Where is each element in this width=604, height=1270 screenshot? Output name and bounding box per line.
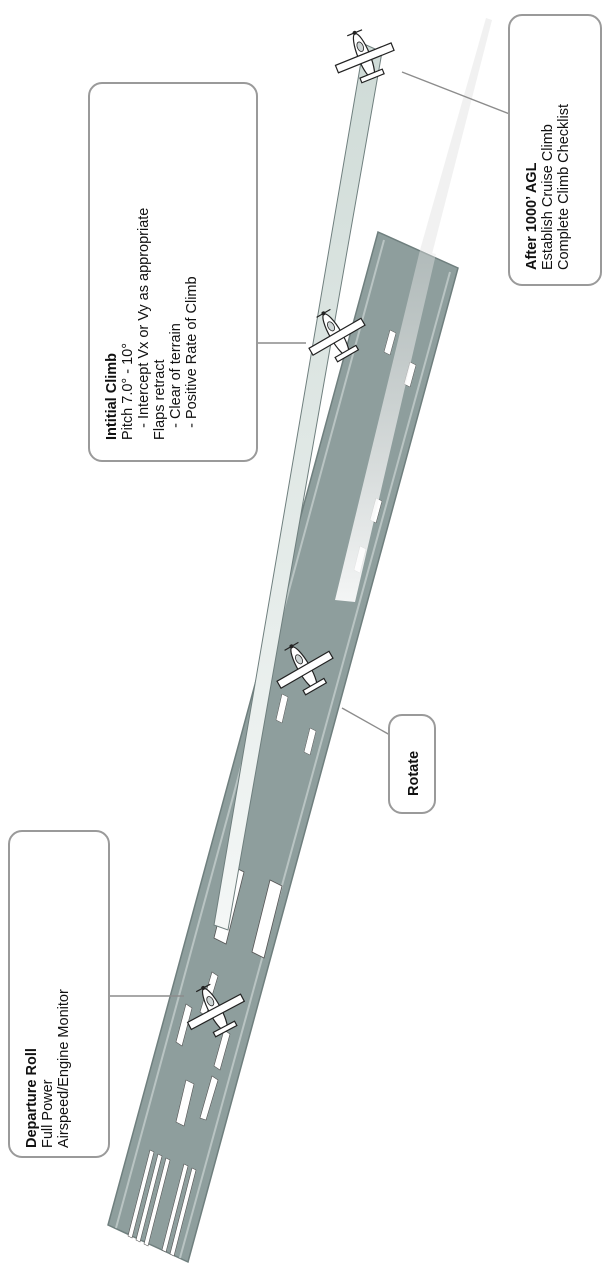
callout-line: Pitch 7.0° - 10° — [120, 342, 136, 440]
callout-departure-roll: Departure Roll Full Power Airspeed/Engin… — [8, 830, 110, 1158]
leader-lines — [108, 71, 521, 997]
callout-line: - Intercept Vx or Vy as appropriate — [136, 207, 152, 440]
callout-line: - Clear of terrain — [168, 323, 184, 440]
callout-line: Establish Cruise Climb — [540, 124, 556, 270]
callout-line: - Positive Rate of Climb — [184, 276, 200, 440]
callout-after-1000-agl: After 1000’ AGL Establish Cruise Climb C… — [508, 14, 602, 286]
aircraft-cruise-climb-icon — [325, 19, 402, 91]
climb-trail — [420, 18, 492, 254]
callout-title: After 1000’ AGL — [524, 162, 540, 270]
threshold-markings — [127, 1149, 197, 1257]
runway-edge-line — [179, 271, 451, 1259]
runway-streak — [335, 250, 436, 602]
callout-initial-climb: Intitial Climb Pitch 7.0° - 10° - Interc… — [88, 82, 258, 462]
callout-title: Rotate — [406, 750, 422, 796]
callout-line: Airspeed/Engine Monitor — [56, 989, 72, 1148]
callout-title: Intitial Climb — [104, 353, 120, 440]
callout-line: Full Power — [40, 1079, 56, 1149]
callout-line: Complete Climb Checklist — [556, 104, 572, 270]
callout-line: Flaps retract — [152, 359, 168, 440]
callout-title: Departure Roll — [24, 1048, 40, 1148]
callout-rotate: Rotate — [388, 714, 436, 814]
